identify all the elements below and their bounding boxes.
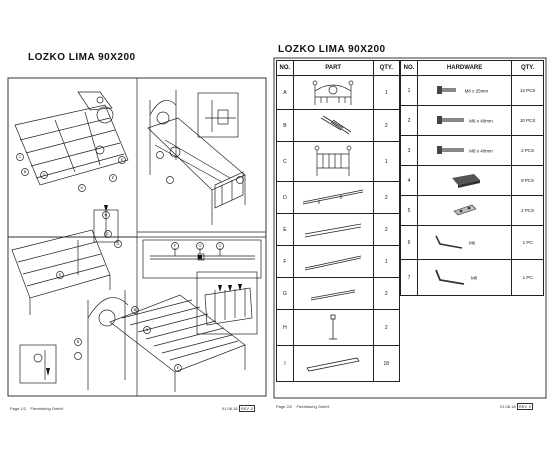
page-footer-right: 01.08.18 REV. 0 [222, 405, 256, 412]
felt-pad-icon [448, 172, 482, 190]
callout-letter: E [111, 175, 115, 180]
callout-letter: H [104, 212, 108, 217]
callout-letter: C [18, 154, 22, 159]
step5-complete-bed-diagram [19, 271, 258, 392]
bolt-icon [436, 85, 458, 97]
table-row: A 1 [276, 75, 400, 110]
table-row: I 18 [276, 345, 400, 382]
part-side-rail-image [292, 181, 374, 214]
part-slat-rail-image [292, 213, 374, 246]
hardware-spec: M6 [468, 240, 476, 246]
col-part: PART [292, 60, 374, 76]
callout-letter: B [76, 339, 80, 344]
hardware-spec: M8 x 40mm [469, 148, 493, 154]
col-no: NO. [400, 60, 418, 76]
callout-letter: D [80, 185, 84, 190]
page-title: LOZKO LIMA 90X200 [278, 44, 386, 55]
assembly-diagrams [7, 77, 267, 397]
parts-list-page: LOZKO LIMA 90X200 NO. PART QTY. A 1 B 2 … [268, 0, 550, 450]
footer-date: 01.08.18 [500, 404, 516, 409]
company-name: Fierabbuhg GmbH [30, 406, 64, 411]
callout-letter: A [145, 327, 149, 332]
callout-letter: C [106, 231, 110, 236]
bracket-icon [452, 203, 478, 219]
hardware-spec: M8 [470, 275, 478, 281]
table-row: E 2 [276, 213, 400, 246]
callout-letter: D [42, 172, 46, 177]
table-row: 3 M8 x 40mm 2 PCS [400, 135, 544, 166]
allen-key-icon [434, 234, 464, 252]
company-name: Fierabbuhg GmbH [296, 404, 330, 409]
table-row: 2 M6 x 40mm 10 PCS [400, 105, 544, 136]
callout-letter: D [116, 241, 120, 246]
col-no: NO. [276, 60, 294, 76]
step1-frame-diagram [14, 91, 129, 186]
callout-letter: E [120, 157, 124, 162]
page-border [273, 57, 547, 399]
page-number: Page 1/2 [10, 406, 27, 411]
part-center-leg-image [292, 309, 374, 346]
step3-frame-legs-diagram [11, 209, 119, 315]
table-row: 5 2 PCS [400, 195, 544, 226]
callout-letter: E [58, 272, 62, 277]
revision-badge: REV. 0 [238, 405, 256, 412]
table-row: 4 9 PCS [400, 165, 544, 196]
table-row: 7 M8 1 PC [400, 259, 544, 296]
callout-letter: E [176, 365, 180, 370]
hardware-table: NO. HARDWARE QTY. 1 M8 x 25mm 12 PCS 2 M… [400, 60, 544, 296]
bolt-icon [436, 115, 466, 127]
part-leg-tube-image [292, 109, 374, 142]
table-row: 1 M8 x 25mm 12 PCS [400, 75, 544, 106]
step4-rail-detail [142, 239, 262, 279]
instruction-page-left: LOZKO LIMA 90X200 [0, 0, 268, 450]
table-row: 6 M6 1 PC [400, 225, 544, 260]
table-row: B 2 [276, 109, 400, 142]
part-slat-image [292, 345, 374, 382]
page-footer: Page 1/2 Fierabbuhg GmbH [10, 406, 63, 411]
callout-letter: G [198, 243, 202, 248]
parts-table: NO. PART QTY. A 1 B 2 C 1 D 2 E 2 [276, 60, 400, 382]
step2-bed-diagram [147, 90, 246, 225]
table-row: D 2 [276, 181, 400, 214]
page-title: LOZKO LIMA 90X200 [28, 52, 136, 63]
callout-letter: B [133, 307, 137, 312]
page-footer-right: 01.08.18 REV. 0 [500, 403, 534, 410]
allen-key-icon [434, 268, 466, 288]
part-headboard-image [292, 75, 374, 110]
table-row: H 2 [276, 309, 400, 346]
col-qty: QTY. [372, 60, 400, 76]
callout-letter: C [218, 243, 222, 248]
table-row: F 1 [276, 245, 400, 278]
hardware-spec: M6 x 40mm [469, 118, 493, 124]
table-row: C 1 [276, 141, 400, 182]
footer-date: 01.08.18 [222, 406, 238, 411]
part-cross-bar-image [292, 277, 374, 310]
revision-badge: REV. 0 [516, 403, 534, 410]
bolt-icon [436, 145, 466, 157]
part-footboard-image [292, 141, 374, 182]
page-number: Page 2/2 [276, 404, 293, 409]
callout-letter: B [23, 169, 27, 174]
callout-letter: F [173, 243, 177, 248]
part-center-rail-image [292, 245, 374, 278]
page-footer: Page 2/2 Fierabbuhg GmbH [276, 404, 329, 409]
col-qty: QTY. [511, 60, 544, 76]
col-hardware: HARDWARE [416, 60, 513, 76]
table-row: G 2 [276, 277, 400, 310]
hardware-header-row: NO. HARDWARE QTY. [400, 60, 544, 76]
hardware-spec: M8 x 25mm [464, 88, 489, 94]
parts-header-row: NO. PART QTY. [276, 60, 400, 76]
